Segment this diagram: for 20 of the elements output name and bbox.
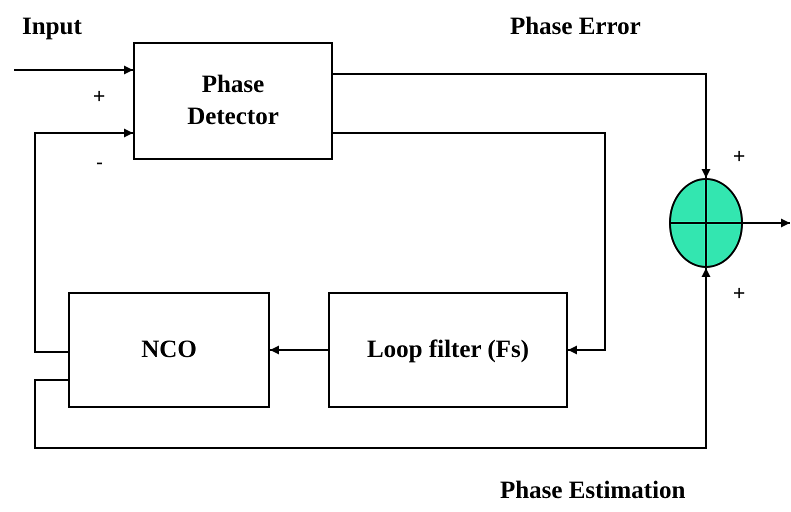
signal-label: Input <box>22 14 82 39</box>
sign-label: + <box>93 86 106 107</box>
block-box <box>328 292 568 408</box>
arrow <box>270 346 328 354</box>
block-label: Loop filter (Fs) <box>366 334 529 365</box>
signal-label: Phase Estimation <box>500 478 686 503</box>
sign-label: - <box>96 152 103 173</box>
sign-label: + <box>733 146 746 167</box>
sign-label: + <box>733 283 746 304</box>
arrow <box>333 132 606 354</box>
block-box <box>68 292 270 408</box>
signal-label: Phase Error <box>510 14 641 39</box>
arrow <box>34 128 133 353</box>
block-label: NCO <box>141 334 197 365</box>
block-label: Phase Detector <box>186 70 280 132</box>
arrow <box>333 73 710 178</box>
arrow <box>34 268 710 449</box>
arrow <box>14 66 133 74</box>
block-box <box>133 42 333 160</box>
arrow <box>743 218 790 228</box>
